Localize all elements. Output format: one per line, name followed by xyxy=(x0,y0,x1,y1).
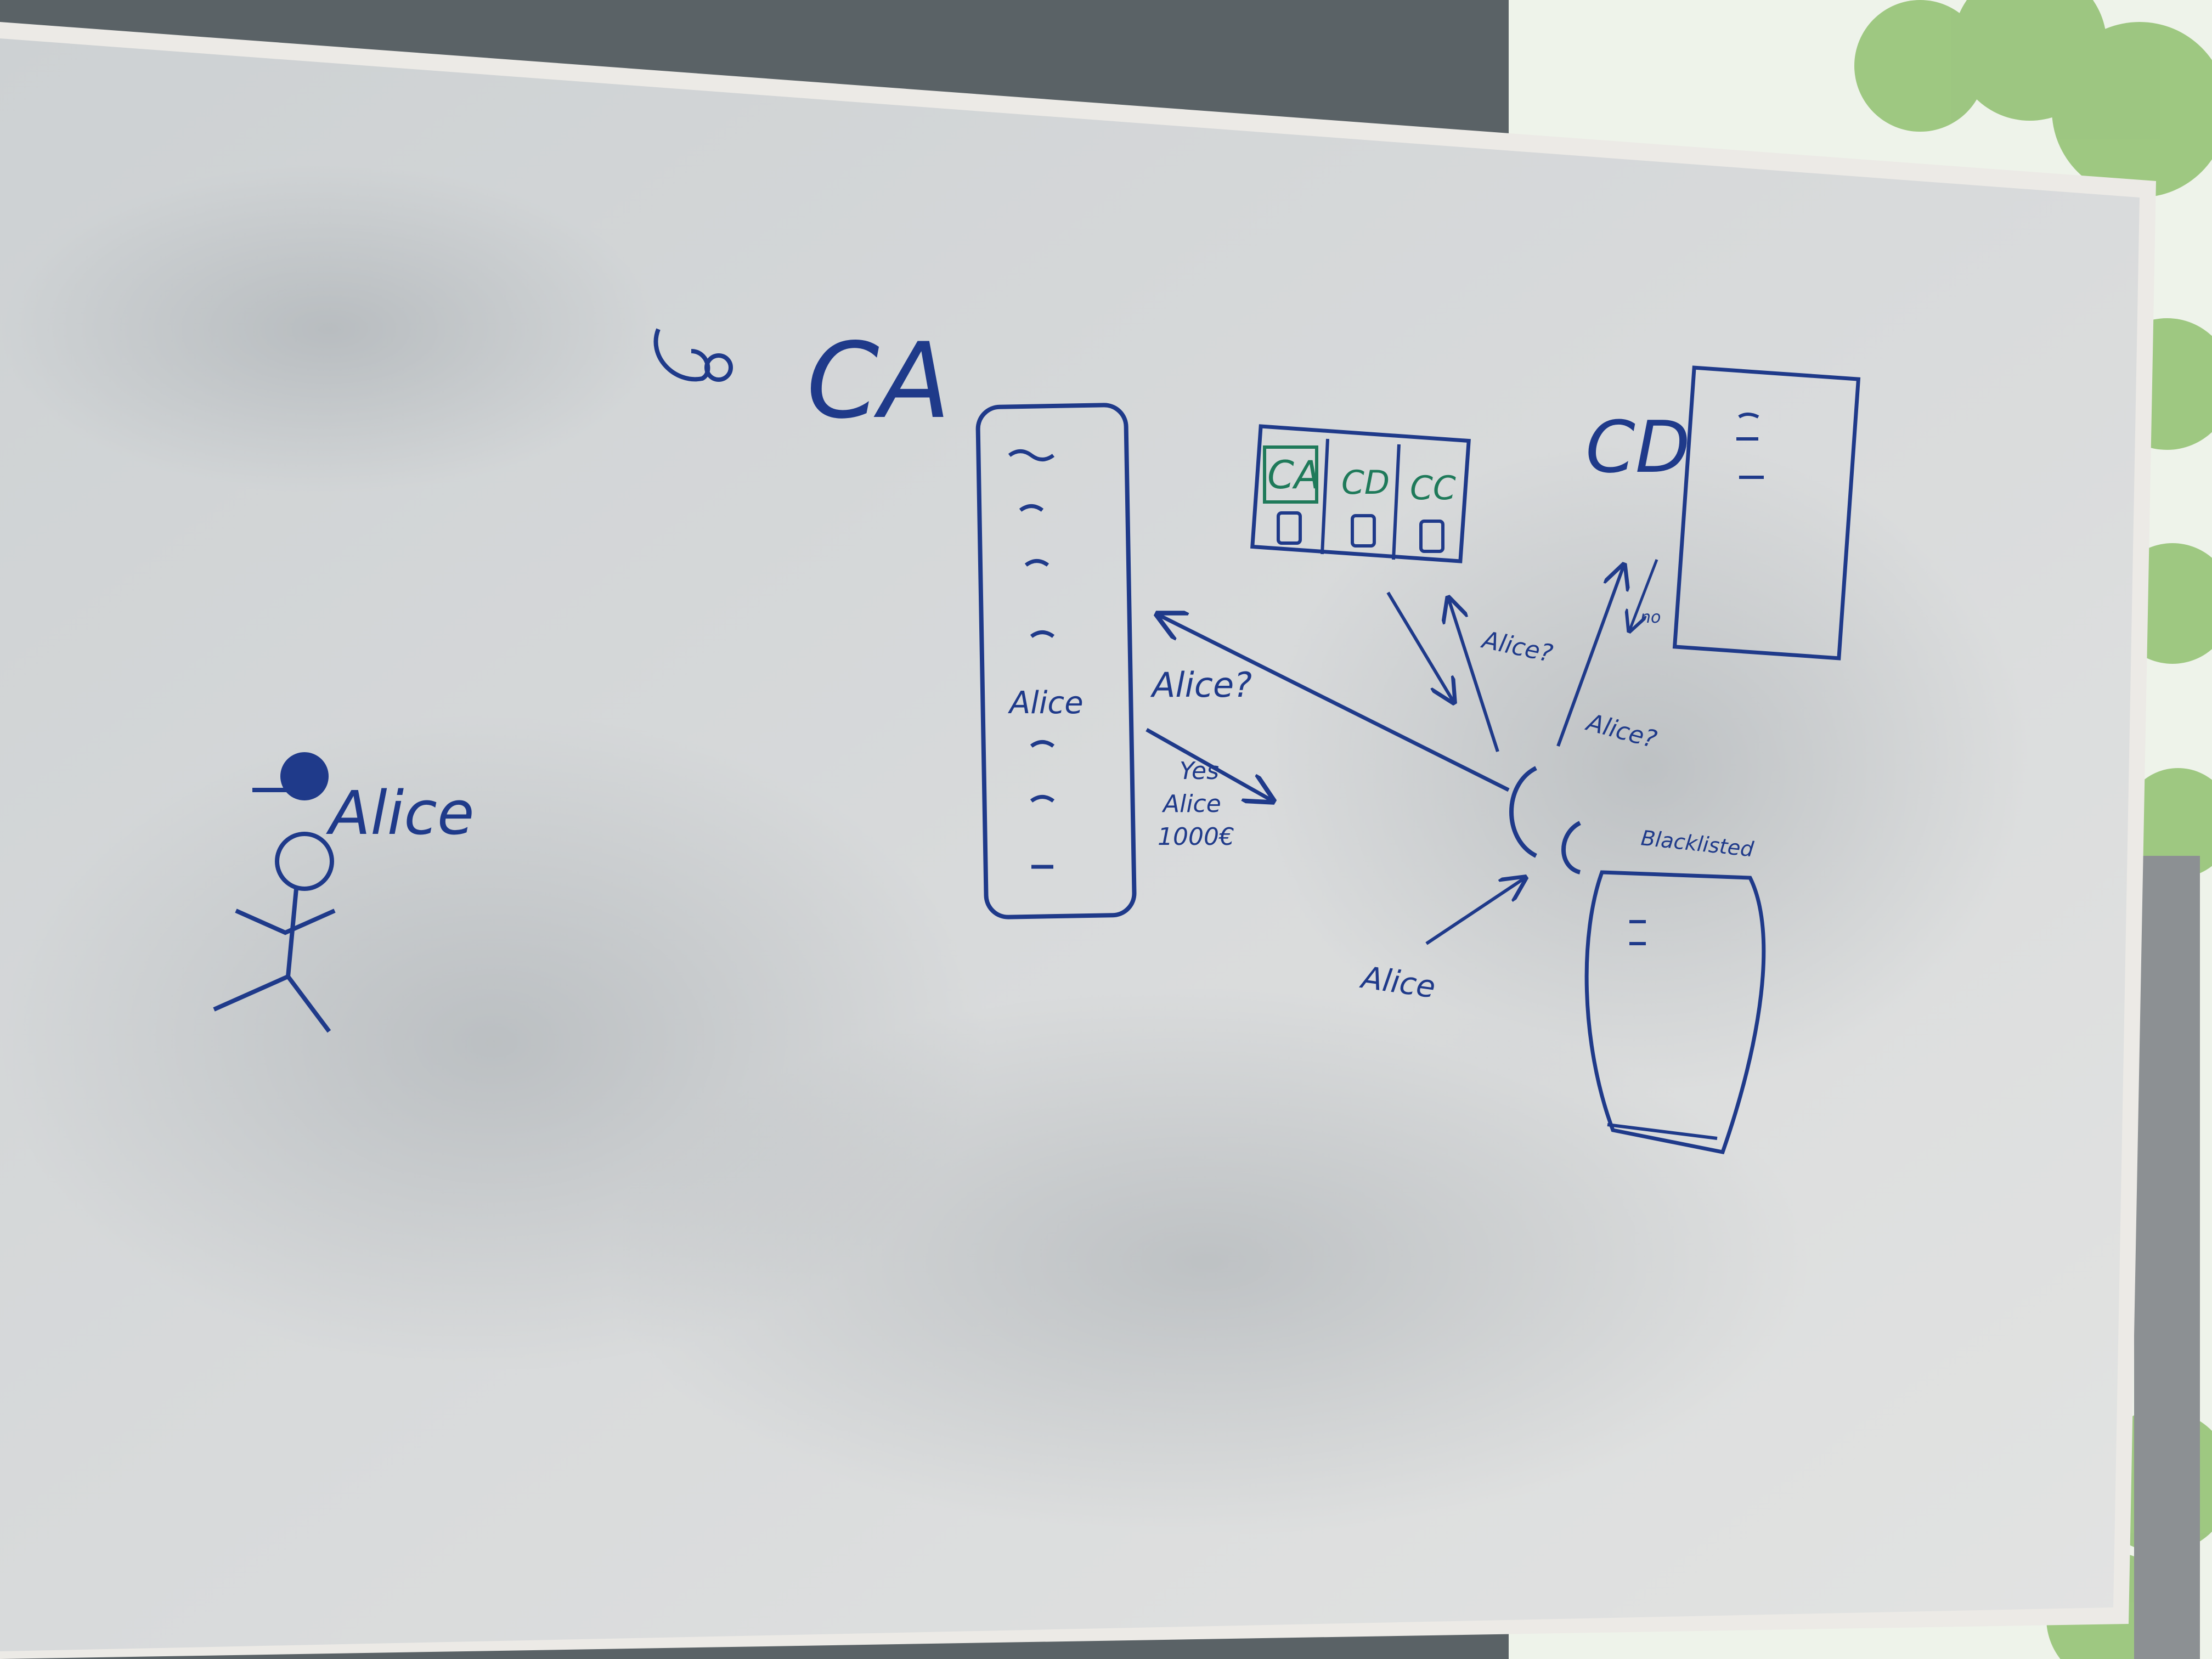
arrow-answer xyxy=(1146,727,1273,801)
person-alice-figure xyxy=(213,752,336,1033)
store-slot-cd: CD xyxy=(1341,464,1390,502)
person-head xyxy=(275,832,334,891)
store-box xyxy=(1250,424,1471,563)
label-answer-line-1: Yes xyxy=(1180,757,1219,785)
arrow-query-ca xyxy=(1158,614,1510,792)
label-query-ca: Alice? xyxy=(1150,665,1252,705)
label-answer-line-2: Alice xyxy=(1161,790,1221,818)
ca-list-entry-alice: Alice xyxy=(1008,685,1084,721)
label-reply-cd: no xyxy=(1640,608,1661,627)
store-slot-ca: CA xyxy=(1267,453,1321,498)
store-slot-ca-highlight xyxy=(1263,445,1318,504)
label-answer-line-3: 1000€ xyxy=(1158,823,1234,851)
cd-list-box xyxy=(1672,365,1861,661)
blacklist-bottom-line xyxy=(1607,1123,1718,1140)
store-slot-cc: CC xyxy=(1410,469,1456,507)
person-body xyxy=(286,888,298,977)
arrow-query-cd xyxy=(1556,565,1624,747)
arrow-store-up xyxy=(1448,598,1499,752)
store-slot-phone-icons xyxy=(1277,511,1444,553)
arrow-client-in xyxy=(1425,878,1525,945)
cd-label: CD xyxy=(1585,405,1690,489)
title-ca: CA xyxy=(806,320,951,442)
label-answer: Yes Alice 1000€ xyxy=(1158,757,1234,851)
ca-list-entries xyxy=(1008,449,1055,869)
store-dividers xyxy=(1321,438,1401,560)
arrow-store-down xyxy=(1386,591,1454,702)
glasses-icon xyxy=(653,328,733,382)
person-arms xyxy=(235,909,336,935)
cd-list-entries xyxy=(1736,413,1764,479)
person-hat xyxy=(280,752,329,800)
person-legs xyxy=(213,974,331,1033)
stand-pole xyxy=(2134,856,2200,1659)
blacklist-box xyxy=(1584,870,1766,1155)
person-name: Alice xyxy=(326,778,475,848)
blacklist-entry xyxy=(1629,920,1646,945)
ca-list-box xyxy=(975,403,1137,919)
client-brackets xyxy=(1509,766,1581,874)
arrow-reply-cd xyxy=(1629,559,1658,631)
